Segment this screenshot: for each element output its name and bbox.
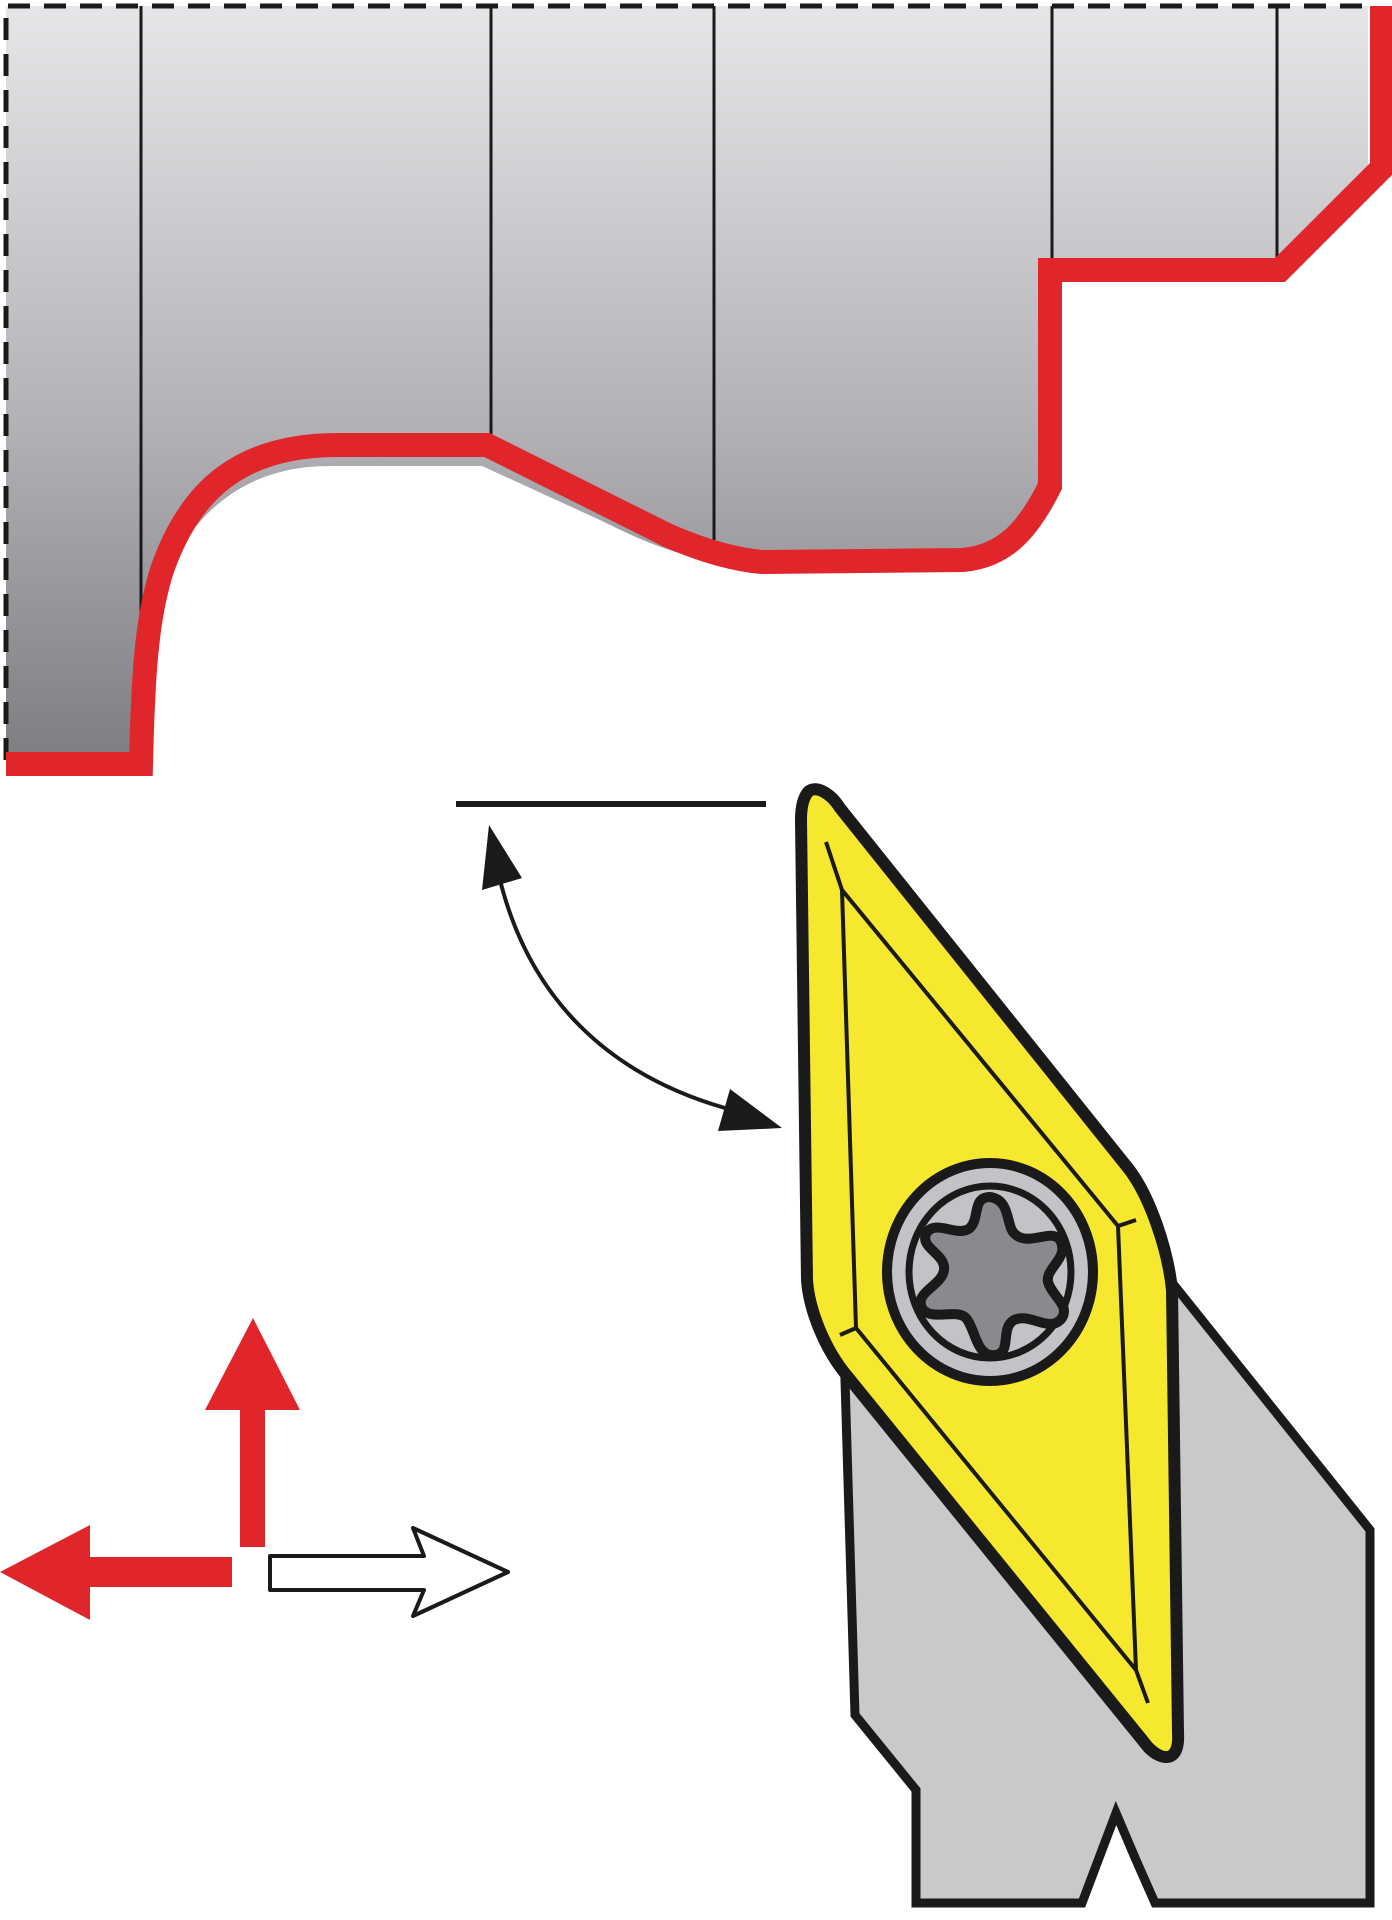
feed-direction-arrows-icon	[0, 1318, 510, 1620]
red-left-arrow	[0, 1525, 232, 1620]
angle-indicator	[456, 801, 782, 1131]
torx-socket	[915, 1192, 1069, 1361]
angle-arrowhead-top	[482, 825, 522, 890]
workpiece-body	[6, 6, 1368, 760]
workpiece	[3, 3, 1392, 776]
machined-profile-line	[6, 6, 1392, 776]
workpiece-section-lines	[139, 6, 1279, 628]
angle-arrowhead-bottom	[718, 1089, 782, 1131]
workpiece-center-axis	[3, 3, 1368, 760]
red-up-arrow	[205, 1318, 300, 1547]
insert-chipbreaker-outline	[824, 841, 1150, 1704]
outline-right-arrow	[268, 1526, 510, 1618]
torx-screw-icon	[882, 1158, 1098, 1386]
angle-arc	[498, 879, 726, 1110]
cutting-insert	[795, 783, 1185, 1763]
